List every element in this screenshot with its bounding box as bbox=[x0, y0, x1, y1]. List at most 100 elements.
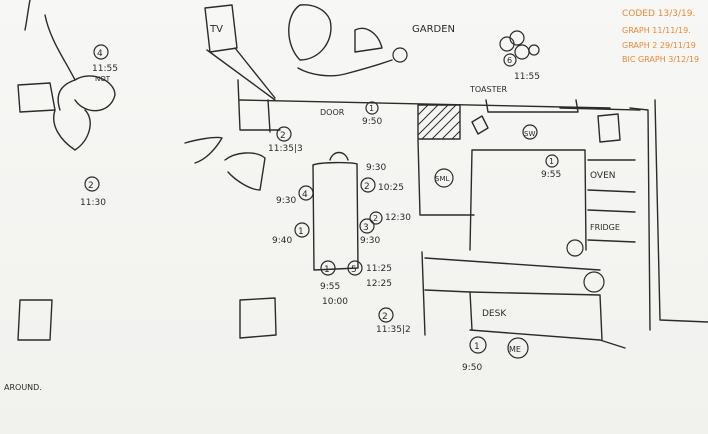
door-label: DOOR bbox=[320, 108, 345, 117]
tv-cabinet bbox=[237, 79, 281, 131]
mark-time: 11:55 bbox=[92, 64, 118, 74]
not-label: NOT bbox=[95, 75, 111, 83]
mark-time: 11:35|2 bbox=[376, 325, 411, 335]
mark-time: 10:25 bbox=[378, 183, 404, 193]
bubble bbox=[514, 44, 530, 60]
mark-circle bbox=[294, 222, 310, 238]
mark-circle bbox=[298, 185, 314, 201]
mark-circle bbox=[360, 177, 376, 193]
mark-time: 9:55 bbox=[541, 170, 561, 180]
chair-mid bbox=[184, 136, 223, 164]
tv-diagonals bbox=[206, 47, 276, 101]
legend-line-3: GRAPH 2 29/11/19 bbox=[622, 41, 696, 50]
mark-time: 9:30 bbox=[360, 236, 380, 246]
counter-left bbox=[417, 139, 475, 216]
hatch-lines bbox=[417, 104, 461, 140]
mark-circle bbox=[392, 47, 408, 63]
toaster-label: TOASTER bbox=[469, 85, 508, 94]
mark-time: 11:55 bbox=[514, 72, 540, 82]
chair-bottom bbox=[239, 297, 277, 339]
mark-time: 9:50 bbox=[362, 117, 382, 127]
garden-chair bbox=[288, 4, 332, 61]
garden-path bbox=[297, 59, 393, 77]
mark-number: 4 bbox=[302, 190, 308, 200]
garden-chair bbox=[354, 27, 383, 53]
mark-number: 3 bbox=[363, 223, 369, 233]
wall-stub bbox=[267, 99, 271, 133]
central-table bbox=[312, 163, 359, 271]
around-label: AROUND. bbox=[4, 383, 42, 392]
wall-line bbox=[559, 107, 641, 111]
counter-top bbox=[485, 99, 579, 113]
edge-curve bbox=[24, 0, 31, 31]
oven-label: OVEN bbox=[590, 171, 616, 181]
mark-number: 2 bbox=[88, 181, 94, 191]
bubble bbox=[528, 44, 540, 56]
mark-circle bbox=[503, 53, 517, 67]
mark-number: 1 bbox=[369, 104, 374, 113]
table-chair bbox=[329, 151, 349, 161]
mark-time: 11:25 bbox=[366, 264, 392, 274]
desk-box bbox=[424, 289, 473, 331]
mark-time: 12:30 bbox=[385, 213, 411, 223]
mark-circle bbox=[566, 239, 584, 257]
mark-circle bbox=[369, 211, 383, 225]
right-outer-wall bbox=[654, 99, 708, 323]
mark-circle bbox=[359, 218, 375, 234]
hatched-block bbox=[417, 104, 461, 140]
mark-circle bbox=[583, 271, 605, 293]
wall-line bbox=[239, 99, 611, 109]
sml-label: SML bbox=[435, 175, 449, 183]
appliance-box bbox=[597, 113, 621, 143]
table-top-curve bbox=[312, 161, 358, 166]
extra-time: 10:00 bbox=[322, 297, 348, 307]
extra-time: 9:30 bbox=[366, 163, 386, 173]
mark-time: 9:30 bbox=[276, 196, 296, 206]
desk-arrow bbox=[599, 339, 626, 349]
mark-time: 9:55 bbox=[320, 282, 340, 292]
mark-number: 1 bbox=[298, 227, 304, 237]
legend-line-1: CODED 13/3/19. bbox=[622, 9, 695, 19]
desk-label: DESK bbox=[482, 309, 507, 319]
mark-number: 2 bbox=[382, 312, 388, 322]
bubble bbox=[499, 36, 515, 52]
mark-number: 2 bbox=[364, 182, 370, 192]
desk-table bbox=[469, 291, 603, 341]
mark-circle bbox=[84, 176, 100, 192]
mark-time: 9:40 bbox=[272, 236, 292, 246]
mark-circle bbox=[469, 336, 487, 354]
mark-circle bbox=[347, 260, 363, 276]
mark-number: 5 bbox=[351, 265, 357, 275]
garden-label: GARDEN bbox=[412, 24, 455, 35]
me-label: ME bbox=[509, 345, 521, 354]
me-circle bbox=[507, 337, 529, 359]
legend-line-4: BIC GRAPH 3/12/19 bbox=[622, 55, 699, 64]
mark-circle bbox=[522, 124, 538, 140]
toaster-icon bbox=[471, 115, 489, 135]
mark-number: 1 bbox=[324, 265, 330, 275]
chair-bottom bbox=[17, 299, 53, 341]
island bbox=[469, 149, 587, 251]
mark-circle bbox=[378, 307, 394, 323]
mark-circle bbox=[365, 101, 379, 115]
legend-line-2: GRAPH 11/11/19. bbox=[622, 26, 691, 35]
tv-box bbox=[204, 4, 238, 53]
right-wall bbox=[629, 107, 651, 331]
desk-line bbox=[424, 257, 601, 271]
sw-label: SW bbox=[524, 130, 535, 138]
chair-left bbox=[17, 82, 56, 113]
mark-circle bbox=[93, 44, 109, 60]
tv-label: TV bbox=[209, 24, 223, 35]
fan-blade bbox=[53, 109, 91, 151]
mark-time: 9:50 bbox=[462, 363, 482, 373]
mark-number: 6 bbox=[507, 56, 512, 65]
desk-wall bbox=[421, 251, 426, 336]
fan-blade bbox=[44, 14, 76, 111]
fan-blade bbox=[74, 75, 116, 112]
mark-circle bbox=[276, 126, 292, 142]
mark-circle bbox=[434, 168, 454, 188]
extra-time: 12:25 bbox=[366, 279, 392, 289]
mark-circle bbox=[545, 154, 559, 168]
